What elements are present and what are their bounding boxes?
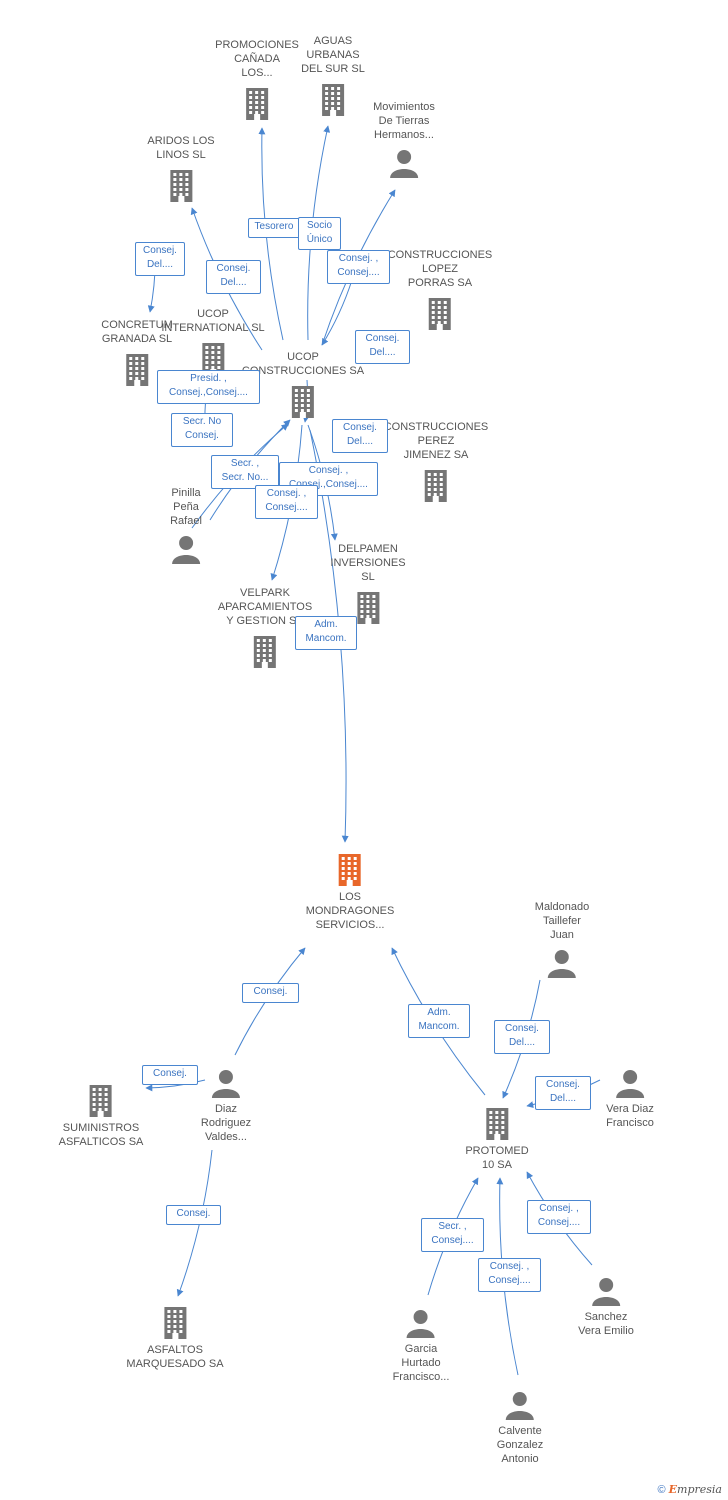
node-label: LOS MONDRAGONES SERVICIOS... <box>305 891 395 931</box>
person-icon <box>373 148 435 178</box>
node-concretum[interactable]: CONCRETUM GRANADA SL <box>101 318 173 386</box>
node-label: CONSTRUCCIONES LOPEZ PORRAS SA <box>387 249 493 289</box>
building-icon <box>101 352 173 386</box>
node-label: VELPARK APARCAMIENTOS Y GESTION SA <box>217 587 313 627</box>
node-label: UCOP INTERNATIONAL SL <box>161 308 265 334</box>
edge-label-consej_perez[interactable]: Consej. Del.... <box>332 419 388 453</box>
footer-credit: © Empresia <box>657 1483 722 1496</box>
building-icon <box>465 1106 528 1140</box>
node-label: Maldonado Taillefer Juan <box>534 901 590 941</box>
edge-label-consej_aridos_2[interactable]: Consej. Del.... <box>206 260 261 294</box>
node-label: ASFALTOS MARQUESADO SA <box>126 1344 224 1370</box>
node-label: AGUAS URBANAS DEL SUR SL <box>301 35 365 75</box>
node-pinilla[interactable]: Pinilla Peña Rafael <box>170 486 202 564</box>
building-icon <box>388 296 493 330</box>
person-icon <box>393 1308 450 1338</box>
node-garcia[interactable]: Garcia Hurtado Francisco... <box>392 1308 450 1384</box>
node-label: DELPAMEN INVERSIONES SL <box>330 543 406 583</box>
node-label: PROMOCIONES CAÑADA LOS... <box>215 39 299 79</box>
edge-label-tesorero[interactable]: Tesorero <box>248 218 300 238</box>
node-velpark[interactable]: VELPARK APARCAMIENTOS Y GESTION SA <box>218 586 312 668</box>
node-mondragones[interactable]: LOS MONDRAGONES SERVICIOS... <box>305 852 395 932</box>
building-icon <box>59 1083 144 1117</box>
node-ucop_int[interactable]: UCOP INTERNATIONAL SL <box>161 307 265 375</box>
edge-label-consej_lopez[interactable]: Consej. Del.... <box>355 330 410 364</box>
edge-line-16 <box>145 1079 206 1092</box>
node-label: CONCRETUM GRANADA SL <box>101 319 173 345</box>
person-icon <box>578 1276 634 1306</box>
node-perez[interactable]: CONSTRUCCIONES PEREZ JIMENEZ SA <box>383 420 489 502</box>
edge-line-6 <box>321 279 353 346</box>
building-icon <box>215 86 299 120</box>
node-lopez[interactable]: CONSTRUCCIONES LOPEZ PORRAS SA <box>387 248 493 330</box>
person-icon <box>497 1390 543 1420</box>
node-label: Vera Diaz Francisco <box>606 1103 654 1129</box>
node-diaz[interactable]: Diaz Rodriguez Valdes... <box>201 1068 251 1144</box>
edge-label-consej_aridos_1[interactable]: Consej. Del.... <box>135 242 185 276</box>
edge-label-secr_no[interactable]: Secr. No Consej. <box>171 413 233 447</box>
edge-label-consej_vera[interactable]: Consej. Del.... <box>535 1076 591 1110</box>
node-delpamen[interactable]: DELPAMEN INVERSIONES SL <box>330 542 406 624</box>
building-icon <box>306 852 395 886</box>
node-calvente[interactable]: Calvente Gonzalez Antonio <box>497 1390 543 1466</box>
building-icon <box>126 1305 223 1339</box>
node-label: Sanchez Vera Emilio <box>578 1311 634 1337</box>
node-aguas[interactable]: AGUAS URBANAS DEL SUR SL <box>301 34 365 116</box>
node-label: CONSTRUCCIONES PEREZ JIMENEZ SA <box>383 421 489 461</box>
node-suministros[interactable]: SUMINISTROS ASFALTICOS SA <box>58 1083 144 1149</box>
building-icon <box>218 634 312 668</box>
building-icon <box>242 384 364 418</box>
node-label: Garcia Hurtado Francisco... <box>392 1343 450 1383</box>
edge-label-socio[interactable]: Socio Único <box>298 217 341 250</box>
node-sanchez[interactable]: Sanchez Vera Emilio <box>578 1276 634 1338</box>
edge-label-consej_lopez_top[interactable]: Consej. , Consej.... <box>327 250 390 284</box>
person-icon <box>201 1068 251 1098</box>
person-icon <box>606 1068 654 1098</box>
node-vera_diaz[interactable]: Vera Diaz Francisco <box>606 1068 654 1130</box>
building-icon <box>384 468 489 502</box>
edge-label-consej_sanchez[interactable]: Consej. , Consej.... <box>527 1200 591 1234</box>
edge-label-adm_ucop[interactable]: Adm. Mancom. <box>295 616 357 650</box>
edge-label-consej_calv[interactable]: Consej. , Consej.... <box>478 1258 541 1292</box>
node-maldonado[interactable]: Maldonado Taillefer Juan <box>535 900 589 978</box>
edge-label-consej_mald[interactable]: Consej. Del.... <box>494 1020 550 1054</box>
node-promociones[interactable]: PROMOCIONES CAÑADA LOS... <box>215 38 299 120</box>
building-icon <box>147 168 214 202</box>
node-protomed[interactable]: PROTOMED 10 SA <box>465 1106 529 1172</box>
node-movimientos[interactable]: Movimientos De Tierras Hermanos... <box>373 100 435 178</box>
person-icon <box>535 948 589 978</box>
node-aridos[interactable]: ARIDOS LOS LINOS SL <box>147 134 215 202</box>
copyright-icon: © <box>657 1484 666 1496</box>
edge-label-consej_diaz_mon[interactable]: Consej. <box>242 983 299 1003</box>
node-label: Calvente Gonzalez Antonio <box>496 1425 544 1465</box>
node-label: ARIDOS LOS LINOS SL <box>147 135 215 161</box>
node-label: UCOP CONSTRUCCIONES SA <box>241 351 365 377</box>
node-label: SUMINISTROS ASFALTICOS SA <box>58 1122 144 1148</box>
building-icon <box>330 590 405 624</box>
node-ucop[interactable]: UCOP CONSTRUCCIONES SA <box>242 350 364 418</box>
person-icon <box>170 534 202 564</box>
edge-label-consej_sumin[interactable]: Consej. <box>142 1065 198 1085</box>
node-label: PROTOMED 10 SA <box>465 1145 529 1171</box>
node-label: Pinilla Peña Rafael <box>170 487 202 527</box>
brand-logo[interactable]: Empresia <box>668 1483 722 1496</box>
edge-label-adm_prot[interactable]: Adm. Mancom. <box>408 1004 470 1038</box>
edge-label-secr_secr[interactable]: Secr. , Secr. No... <box>211 455 279 489</box>
edge-label-consej_pin[interactable]: Consej. , Consej.... <box>255 485 318 519</box>
node-label: Movimientos De Tierras Hermanos... <box>373 101 435 141</box>
building-icon <box>301 82 365 116</box>
edge-label-secr_garcia[interactable]: Secr. , Consej.... <box>421 1218 484 1252</box>
edge-label-presid[interactable]: Presid. , Consej.,Consej.... <box>157 370 260 404</box>
node-label: Diaz Rodriguez Valdes... <box>200 1103 252 1143</box>
edge-label-consej_asf[interactable]: Consej. <box>166 1205 221 1225</box>
node-asfaltos[interactable]: ASFALTOS MARQUESADO SA <box>126 1305 224 1371</box>
